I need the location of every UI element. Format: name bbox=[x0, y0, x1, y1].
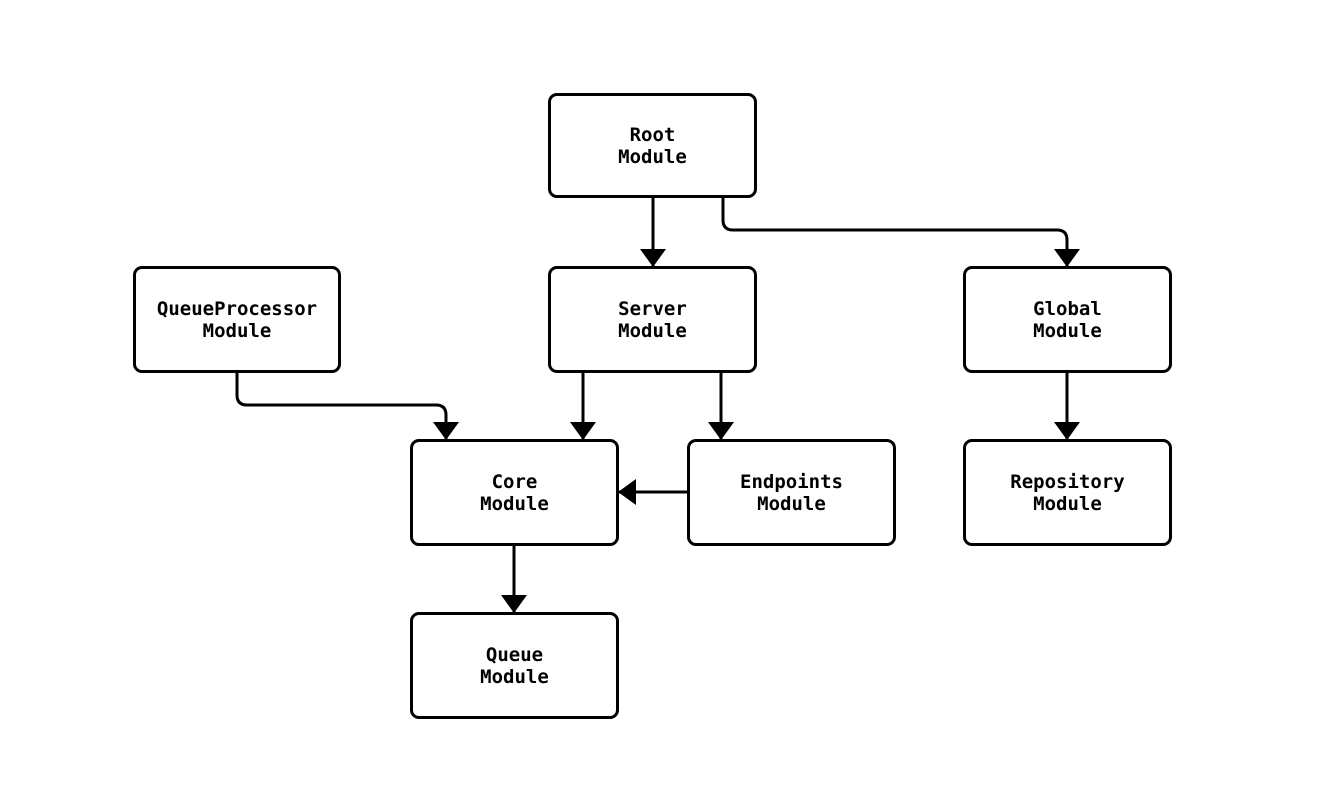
node-label-line: Module bbox=[480, 492, 549, 515]
node-label-line: Global bbox=[1033, 297, 1102, 320]
node-label-line: Module bbox=[757, 492, 826, 515]
node-label-line: Core bbox=[491, 470, 538, 493]
node-label-line: Repository bbox=[1010, 470, 1125, 493]
node-label-line: Module bbox=[202, 319, 272, 342]
node-label-line: QueueProcessor bbox=[156, 297, 318, 320]
node-label-line: Module bbox=[480, 665, 549, 688]
edges-group bbox=[235, 198, 1080, 613]
node-label-line: Module bbox=[618, 145, 687, 168]
node-label-line: Server bbox=[618, 297, 687, 320]
node-label-line: Endpoints bbox=[740, 470, 843, 493]
node-label-line: Queue bbox=[485, 643, 544, 666]
node-label-line: Module bbox=[1033, 319, 1102, 342]
edge-queueprocessor-to-core bbox=[235, 373, 459, 440]
node-label-line: Module bbox=[1033, 492, 1102, 515]
node-label-line: Root bbox=[629, 123, 676, 146]
node-label-line: Module bbox=[618, 319, 687, 342]
edge-root-to-global bbox=[721, 198, 1080, 267]
